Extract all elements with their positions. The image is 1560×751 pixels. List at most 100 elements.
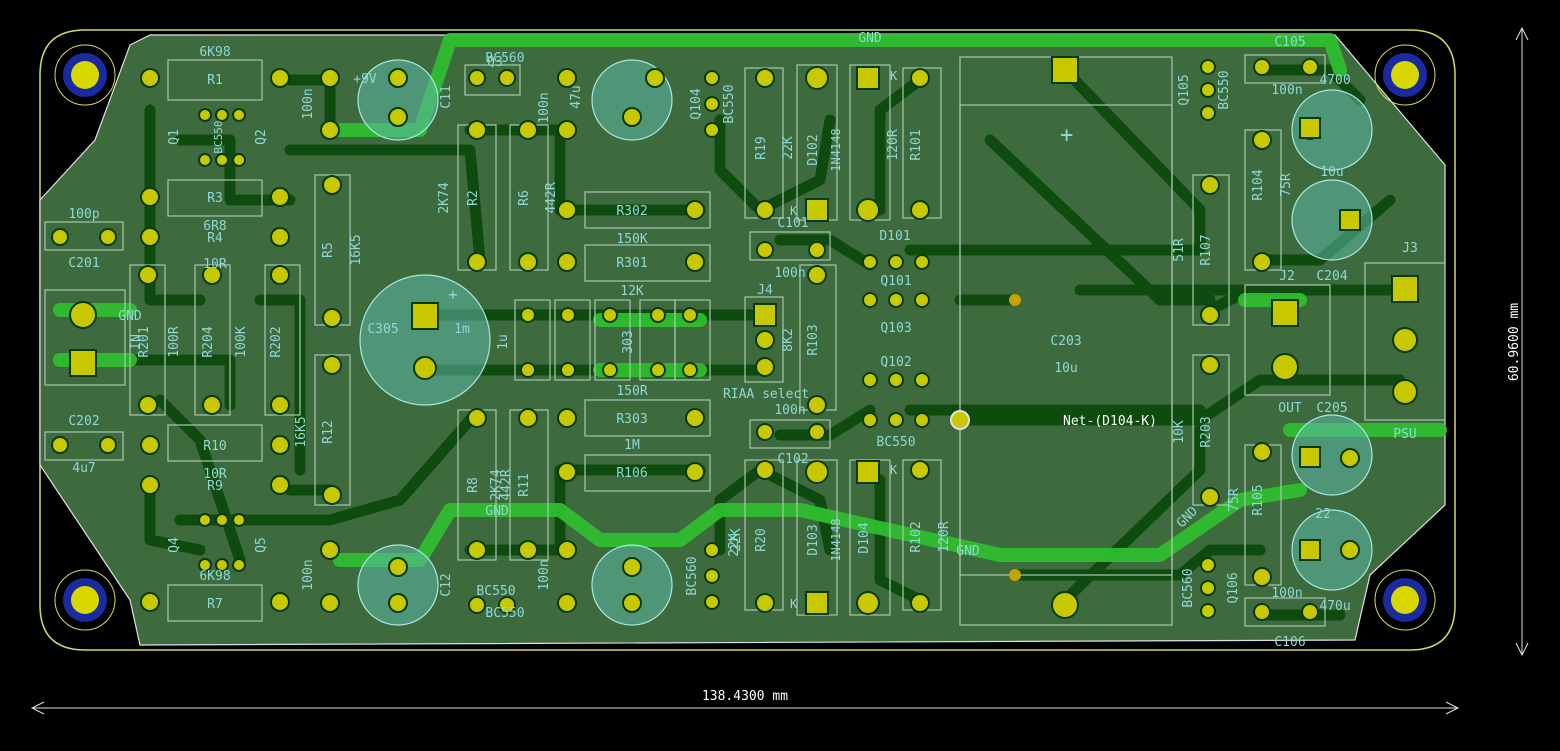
d103-value: 1N4148: [829, 518, 843, 561]
bc560-mid-label: BC560: [685, 556, 700, 595]
riaa-label: RIAA select: [723, 387, 809, 402]
r11-ref: R11: [517, 473, 532, 496]
c101-ref: C101: [777, 216, 808, 231]
c106-ref: C106: [1274, 635, 1305, 650]
c201-ref: C201: [68, 256, 99, 271]
r6-value: 442R: [544, 182, 559, 213]
c106-value: 100n: [1271, 586, 1302, 601]
d102-ref: D102: [806, 134, 821, 165]
plus1-label: +: [1060, 123, 1073, 148]
r104-ref: R104: [1251, 169, 1266, 200]
val-100n-a: 100n: [537, 92, 552, 123]
r101-value: 120R: [886, 129, 901, 160]
r202-ref: R202: [269, 326, 284, 357]
r303-ref: R303: [616, 412, 647, 427]
mounting-holes: [54, 44, 1436, 631]
r203-value: 10K: [1172, 420, 1187, 444]
board-fill: [39, 34, 1446, 646]
dim-width-label: 138.4300 mm: [702, 689, 788, 704]
q6-value: BC550: [485, 606, 524, 621]
j2-ref: J2: [1279, 269, 1295, 284]
c203-value: 10u: [1054, 361, 1077, 376]
c301-value: 1u: [496, 334, 511, 350]
square-pads: [69, 56, 1419, 615]
val-303: 303: [621, 330, 636, 353]
q106-ref: Q106: [1226, 572, 1241, 603]
r301-value: 12K: [620, 284, 644, 299]
q102-ref: Q102: [880, 355, 911, 370]
c305-value: 1m: [454, 322, 470, 337]
r10-ref: R10: [203, 439, 226, 454]
r2-value: 2K74: [437, 182, 452, 213]
d103-ref: D103: [806, 524, 821, 555]
r303-value: 150R: [616, 384, 647, 399]
r106-ref: R106: [616, 466, 647, 481]
c11-value: 100n: [301, 88, 316, 119]
dimension-lines: [30, 26, 1529, 715]
psu-label: PSU: [1393, 427, 1416, 442]
r10-value: 10R: [203, 467, 227, 482]
q5-ref: Q5: [254, 537, 269, 553]
c205-ref: C205: [1316, 401, 1347, 416]
r7-ref: R7: [207, 597, 223, 612]
c305-ref: C305: [367, 322, 398, 337]
r8-ref: R8: [466, 477, 481, 493]
via-round: [413, 356, 437, 380]
r107-ref: R107: [1199, 234, 1214, 265]
r11-value: 442R: [499, 469, 514, 500]
r201-ref: R201: [137, 326, 152, 357]
r106-value: 1M: [624, 438, 640, 453]
d102-value: 1N4148: [829, 128, 843, 171]
c202-value: 4u7: [72, 461, 95, 476]
v9-label: +9V: [353, 72, 377, 87]
r4-ref: R4: [207, 231, 223, 246]
r20-ref: R20: [754, 528, 769, 551]
bc560-top-label: BC560: [485, 51, 524, 66]
r105-value: 75R: [1227, 488, 1242, 512]
r8-value: 2K74: [489, 469, 504, 500]
r102-ref: R102: [909, 521, 924, 552]
r12-value: 16K5: [294, 416, 309, 447]
gnd-mid-label: GND: [485, 504, 509, 519]
silkscreen-text: 138.4300 mm 60.9600 mm GND GND GND GND G…: [68, 31, 1522, 704]
r4-value: 10R: [203, 257, 227, 272]
r9-value: 6K98: [199, 569, 230, 584]
c102-value: 100n: [774, 403, 805, 418]
c11-ref: C11: [439, 85, 454, 108]
r12-ref: R12: [321, 420, 336, 443]
c12-value: 100n: [301, 559, 316, 590]
pads: [51, 58, 1418, 621]
via-a: [1009, 294, 1021, 306]
dim-height-label: 60.9600 mm: [1507, 303, 1522, 381]
d101-ref: D101: [879, 229, 910, 244]
c205-value: 22: [1315, 507, 1331, 522]
c102-ref: C102: [777, 452, 808, 467]
bc550-bottom-label: BC550: [876, 435, 915, 450]
electrolytic-capacitors: [357, 59, 1373, 626]
j3-ref: J3: [1402, 241, 1418, 256]
r3-value: 6R8: [203, 219, 226, 234]
r1-value: 6K98: [199, 45, 230, 60]
q104-ref: Q104: [689, 88, 704, 119]
c101-value: 100n: [774, 266, 805, 281]
c105-value: 100n: [1271, 83, 1302, 98]
d104-ref: D104: [857, 522, 872, 553]
r1-ref: R1: [207, 73, 223, 88]
in-label: IN: [129, 334, 144, 350]
q4-ref: Q4: [167, 537, 182, 553]
k2-label: K: [790, 204, 798, 218]
c203-ref: C203: [1050, 334, 1081, 349]
j4-ref: J4: [757, 283, 773, 298]
r204-value: 100K: [234, 326, 249, 357]
q101-ref: Q101: [880, 274, 911, 289]
plus2-label: +: [448, 285, 458, 304]
q2-ref: Q2: [254, 129, 269, 145]
gnd-top-label: GND: [858, 31, 882, 46]
r9-ref: R9: [207, 479, 223, 494]
out-label: OUT: [1278, 401, 1302, 416]
r19-value: 22K: [781, 136, 796, 160]
c202-ref: C202: [68, 414, 99, 429]
k1-label: K: [890, 69, 898, 83]
r201-value: 100R: [167, 326, 182, 357]
q1-value: BC550: [212, 120, 225, 153]
